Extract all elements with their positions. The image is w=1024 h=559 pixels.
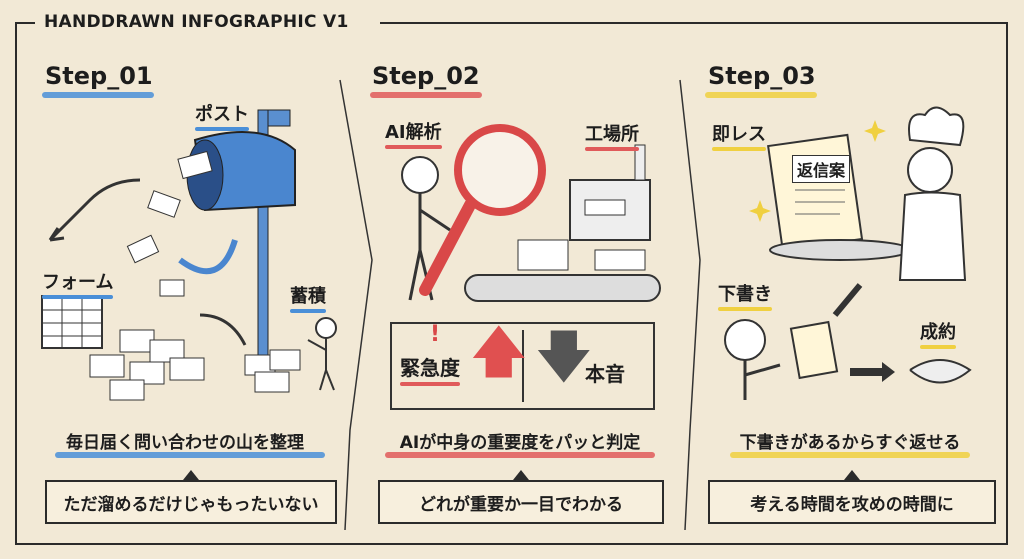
mailbox-illustration <box>41 109 337 401</box>
arrow-down-icon: 🡇 <box>535 325 593 390</box>
caption-underline <box>385 452 655 458</box>
panel-divider <box>522 330 524 402</box>
step-03-caption: 下書きがあるからすぐ返せる <box>739 433 961 453</box>
analysis-panel <box>390 322 655 410</box>
tag-true-intent: 本音 <box>585 362 625 386</box>
arrow-up-icon: 🡅 <box>470 320 528 385</box>
step-02-caption: AIが中身の重要度をパッと判定 <box>399 433 641 453</box>
tag-factory: 工場所 <box>585 120 639 151</box>
step-01-title: Step_01 <box>45 62 153 90</box>
frame-line <box>15 22 35 24</box>
step-03-bubble: 考える時間を攻めの時間に <box>708 470 996 524</box>
step-03-underline <box>705 92 817 98</box>
infographic-frame <box>15 22 1008 545</box>
frame-line <box>380 22 1008 24</box>
step-01-caption: 毎日届く問い合わせの山を整理 <box>66 433 304 453</box>
tag-draft: 下書き <box>718 280 772 311</box>
exclamation-icon: ! <box>430 322 441 347</box>
ai-analysis-illustration <box>401 124 661 302</box>
tag-deal-closed: 成約 <box>920 318 956 349</box>
step-02-bubble: どれが重要か一目でわかる <box>378 470 664 524</box>
tag-accumulate: 蓄積 <box>290 282 326 313</box>
step-01-bubble: ただ溜めるだけじゃもったいない <box>45 470 337 524</box>
tag-urgency: 緊急度 <box>400 352 460 386</box>
caption-underline <box>55 452 325 458</box>
step-03-title: Step_03 <box>708 62 816 90</box>
tag-ai-analysis: AI解析 <box>385 118 442 149</box>
step-01-underline <box>42 92 154 98</box>
caption-underline <box>730 452 970 458</box>
step-02-title: Step_02 <box>372 62 480 90</box>
reply-draft-card-title: 返信案 <box>792 155 851 183</box>
step-02-underline <box>370 92 482 98</box>
infographic-title: HANDDRAWN INFOGRAPHIC V1 <box>44 12 349 32</box>
tag-form: フォーム <box>42 268 114 299</box>
tag-post: ポスト <box>195 100 249 131</box>
tag-quick-reply: 即レス <box>712 120 766 151</box>
